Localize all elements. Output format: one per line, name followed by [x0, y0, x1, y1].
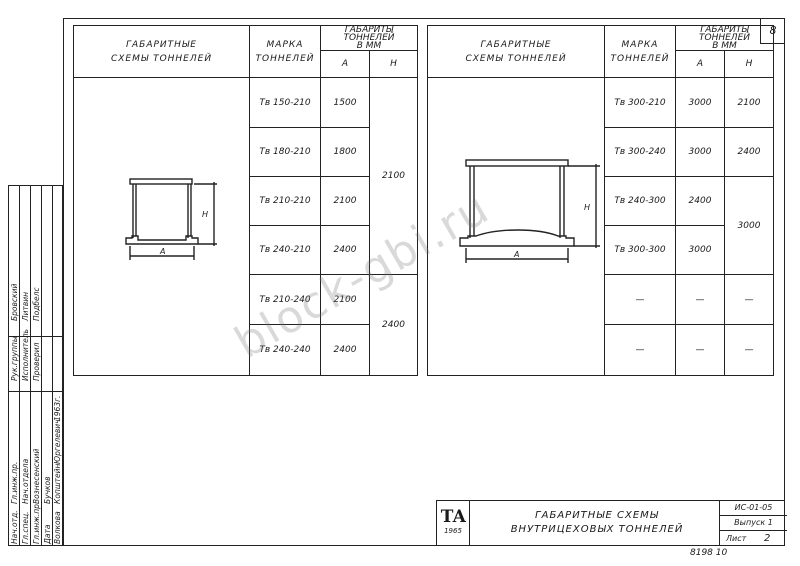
left-row-mark: Тв 150-210	[249, 77, 321, 128]
right-row-a: —	[675, 324, 725, 376]
right-header-mark-text: МАРКА ТОННЕЛЕЙ	[610, 39, 670, 64]
sidebar-name: Бучков	[43, 476, 52, 504]
right-header-mark: МАРКА ТОННЕЛЕЙ	[604, 25, 676, 78]
sidebar-col	[42, 186, 53, 545]
right-row-a: 3000	[675, 77, 725, 128]
left-row-a: 1500	[320, 77, 370, 128]
left-row-a: 2100	[320, 176, 370, 226]
sidebar-role: Гл.инж.пр.	[10, 461, 19, 504]
right-row-mark: Тв 300-240	[604, 127, 676, 177]
left-diagram-label-a: А	[159, 247, 165, 256]
sidebar-col	[9, 186, 20, 545]
right-row-mark: Тв 240-300	[604, 176, 676, 226]
page-footer: 8198 10	[690, 548, 728, 558]
left-row-mark: Тв 240-210	[249, 225, 321, 275]
right-h-group: 3000	[724, 176, 774, 275]
left-header-mark: МАРКА ТОННЕЛЕЙ	[249, 25, 321, 78]
right-row-a: —	[675, 274, 725, 325]
right-row-h: 2400	[724, 127, 774, 177]
left-header-mark-text: МАРКА ТОННЕЛЕЙ	[255, 39, 315, 64]
right-tunnel-table: ГАБАРИТНЫЕ СХЕМЫ ТОННЕЛЕЙ МАРКА ТОННЕЛЕЙ…	[427, 25, 774, 376]
right-header-dims-text: ГАБАРИТЫ ТОННЕЛЕЙ В ММ	[699, 25, 750, 51]
left-header-a: А	[320, 50, 370, 78]
right-row-mark: Тв 300-300	[604, 225, 676, 275]
sidebar-role: Нач.отд.	[10, 510, 19, 544]
sidebar-name: Юргелевич	[53, 419, 62, 464]
logo: ТА 1965	[437, 501, 470, 546]
sidebar-name: Волкова	[53, 511, 62, 544]
sidebar-role: Гл.инж.пр.	[32, 501, 41, 544]
left-row-mark: Тв 240-240	[249, 324, 321, 376]
right-tunnel-diagram: А Н	[459, 159, 600, 263]
right-row-a: 2400	[675, 176, 725, 226]
drawing-frame	[63, 18, 785, 546]
left-tunnel-table: ГАБАРИТНЫЕ СХЕМЫ ТОННЕЛЕЙ МАРКА ТОННЕЛЕЙ…	[73, 25, 418, 376]
sheet-label: Лист	[726, 534, 747, 543]
left-diagram-cell: А Н	[73, 77, 250, 376]
sidebar-role: Рук.группы	[10, 336, 19, 381]
sheet-value: 2	[764, 533, 771, 544]
sidebar-name: Подбелс	[32, 287, 41, 321]
issue-label: Выпуск 1	[720, 516, 787, 531]
logo-year: 1965	[444, 527, 462, 535]
right-row-a: 3000	[675, 127, 725, 177]
right-header-scheme: ГАБАРИТНЫЕ СХЕМЫ ТОННЕЛЕЙ	[427, 25, 605, 78]
sidebar-role: Гл.спец.	[21, 511, 30, 545]
left-header-dims-text: ГАБАРИТЫ ТОННЕЛЕЙ В ММ	[343, 25, 395, 51]
right-row-a: 3000	[675, 225, 725, 275]
sidebar-role: Проверил	[32, 342, 41, 381]
left-row-mark: Тв 180-210	[249, 127, 321, 177]
sidebar-col	[20, 186, 31, 545]
right-header-h: Н	[724, 50, 774, 78]
sidebar-role: Дата	[43, 524, 52, 544]
right-diagram-label-h: Н	[584, 203, 590, 212]
right-diagram-label-a: А	[513, 250, 519, 259]
left-header-scheme-text: ГАБАРИТНЫЕ СХЕМЫ ТОННЕЛЕЙ	[110, 39, 213, 64]
left-tunnel-diagram: А Н	[125, 178, 217, 260]
sidebar-divider	[9, 391, 62, 392]
sidebar-name: Бровский	[10, 283, 19, 321]
right-row-h: —	[724, 324, 774, 376]
left-row-a: 2400	[320, 324, 370, 376]
logo-mark: ТА	[440, 507, 467, 527]
title-block: ТА 1965 ГАБАРИТНЫЕ СХЕМЫ ВНУТРИЦЕХОВЫХ Т…	[436, 500, 787, 546]
right-row-h: 2100	[724, 77, 774, 128]
right-row-mark: —	[604, 324, 676, 376]
left-row-a: 1800	[320, 127, 370, 177]
sidebar-year: 1963г.	[53, 395, 62, 421]
right-header-dims: ГАБАРИТЫ ТОННЕЛЕЙ В ММ	[675, 25, 774, 51]
right-header-a: А	[675, 50, 725, 78]
right-row-mark: Тв 300-210	[604, 77, 676, 128]
right-diagram-cell: А Н	[427, 77, 605, 376]
sheet-cell: Лист 2	[720, 531, 787, 547]
sidebar-role: Нач.отдела	[21, 458, 30, 504]
right-row-mark: —	[604, 274, 676, 325]
sidebar-col	[31, 186, 42, 545]
left-h-group1: 2100	[369, 77, 418, 275]
left-diagram-label-h: Н	[202, 210, 208, 219]
left-header-dims: ГАБАРИТЫ ТОННЕЛЕЙ В ММ	[320, 25, 418, 51]
sidebar-role: Исполнитель	[21, 329, 30, 381]
signature-sidebar: Нач.отд. Гл.спец. Гл.инж.пр. Нач.отдела …	[8, 185, 63, 546]
left-row-mark: Тв 210-210	[249, 176, 321, 226]
sidebar-divider	[9, 336, 62, 337]
drawing-title: ГАБАРИТНЫЕ СХЕМЫ ВНУТРИЦЕХОВЫХ ТОННЕЛЕЙ	[477, 509, 717, 537]
sidebar-name: Литвин	[21, 291, 30, 321]
drawing-title-line2: ВНУТРИЦЕХОВЫХ ТОННЕЛЕЙ	[510, 524, 684, 535]
right-row-h: —	[724, 274, 774, 325]
left-header-scheme: ГАБАРИТНЫЕ СХЕМЫ ТОННЕЛЕЙ	[73, 25, 250, 78]
sidebar-name: Копштейн	[53, 463, 62, 504]
series-code: ИС-01-05	[720, 501, 787, 516]
title-right-cells: ИС-01-05 Выпуск 1 Лист 2	[719, 501, 787, 546]
right-header-scheme-text: ГАБАРИТНЫЕ СХЕМЫ ТОННЕЛЕЙ	[465, 39, 567, 64]
sidebar-name: Вознесенский	[32, 448, 41, 504]
left-h-group2: 2400	[369, 274, 418, 376]
left-header-h: Н	[369, 50, 418, 78]
left-row-a: 2400	[320, 225, 370, 275]
left-row-a: 2100	[320, 274, 370, 325]
drawing-title-line1: ГАБАРИТНЫЕ СХЕМЫ	[535, 510, 659, 521]
